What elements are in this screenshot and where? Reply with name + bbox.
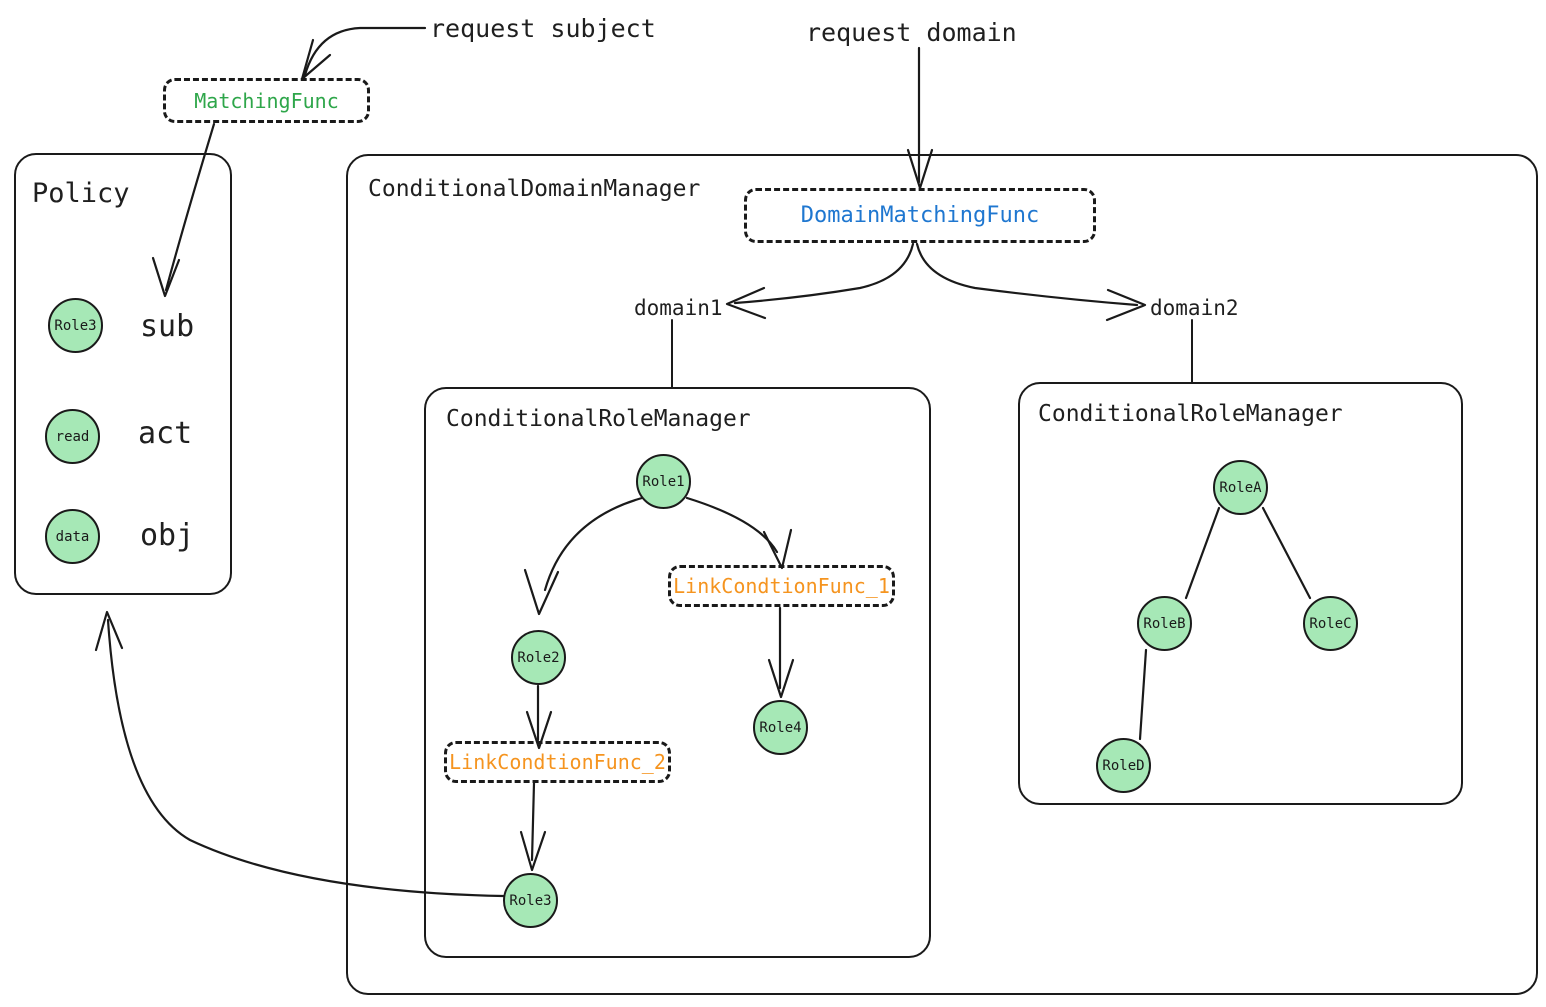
node-roleb-label: RoleB <box>1143 615 1186 632</box>
policy-row-label-act: act <box>138 416 193 451</box>
conditional-domain-manager-box <box>346 154 1538 995</box>
conditional-role-manager-left-title: ConditionalRoleManager <box>446 406 751 432</box>
conditional-role-manager-right-title: ConditionalRoleManager <box>1038 401 1343 427</box>
node-role2-label: Role2 <box>517 649 560 666</box>
node-role4-label: Role4 <box>759 719 802 736</box>
policy-node-act[interactable]: read <box>45 409 100 464</box>
node-rolec[interactable]: RoleC <box>1303 596 1358 651</box>
link-condition-func-1-label: LinkCondtionFunc_1 <box>673 574 890 598</box>
domain1-label: domain1 <box>634 296 723 320</box>
conditional-role-manager-left-box <box>424 387 931 958</box>
domain2-label: domain2 <box>1150 296 1239 320</box>
policy-title: Policy <box>32 178 130 209</box>
policy-node-obj-label: data <box>55 528 90 545</box>
edge-request-subject <box>303 26 427 77</box>
request-subject-label: request subject <box>430 14 656 43</box>
node-role2[interactable]: Role2 <box>511 630 566 685</box>
link-condition-func-1-box[interactable]: LinkCondtionFunc_1 <box>668 565 895 607</box>
link-condition-func-2-box[interactable]: LinkCondtionFunc_2 <box>444 741 671 783</box>
policy-box <box>14 153 232 595</box>
node-roleb[interactable]: RoleB <box>1137 596 1192 651</box>
node-role1-label: Role1 <box>642 473 685 490</box>
node-roled-label: RoleD <box>1102 757 1145 774</box>
node-rolea[interactable]: RoleA <box>1213 460 1268 515</box>
node-role1[interactable]: Role1 <box>636 454 691 509</box>
node-rolec-label: RoleC <box>1309 615 1352 632</box>
arrowhead-role3-to-policy <box>94 610 124 652</box>
policy-row-label-obj: obj <box>140 518 195 553</box>
node-role3[interactable]: Role3 <box>503 873 558 928</box>
link-condition-func-2-label: LinkCondtionFunc_2 <box>449 750 666 774</box>
request-domain-label: request domain <box>806 18 1017 47</box>
policy-node-obj[interactable]: data <box>45 509 100 564</box>
policy-row-label-sub: sub <box>140 309 195 344</box>
node-role3-label: Role3 <box>509 892 552 909</box>
policy-node-act-label: read <box>55 428 90 445</box>
node-roled[interactable]: RoleD <box>1096 738 1151 793</box>
matching-func-box[interactable]: MatchingFunc <box>163 78 370 123</box>
policy-node-sub[interactable]: Role3 <box>48 298 103 353</box>
node-role4[interactable]: Role4 <box>753 700 808 755</box>
matching-func-label: MatchingFunc <box>194 88 339 113</box>
domain-matching-func-box[interactable]: DomainMatchingFunc <box>744 188 1096 243</box>
arrowhead-request-subject <box>300 38 332 81</box>
node-rolea-label: RoleA <box>1219 479 1262 496</box>
policy-node-sub-label: Role3 <box>54 317 97 334</box>
conditional-domain-manager-title: ConditionalDomainManager <box>368 176 701 202</box>
domain-matching-func-label: DomainMatchingFunc <box>800 202 1040 228</box>
conditional-role-manager-right-box <box>1018 382 1463 805</box>
